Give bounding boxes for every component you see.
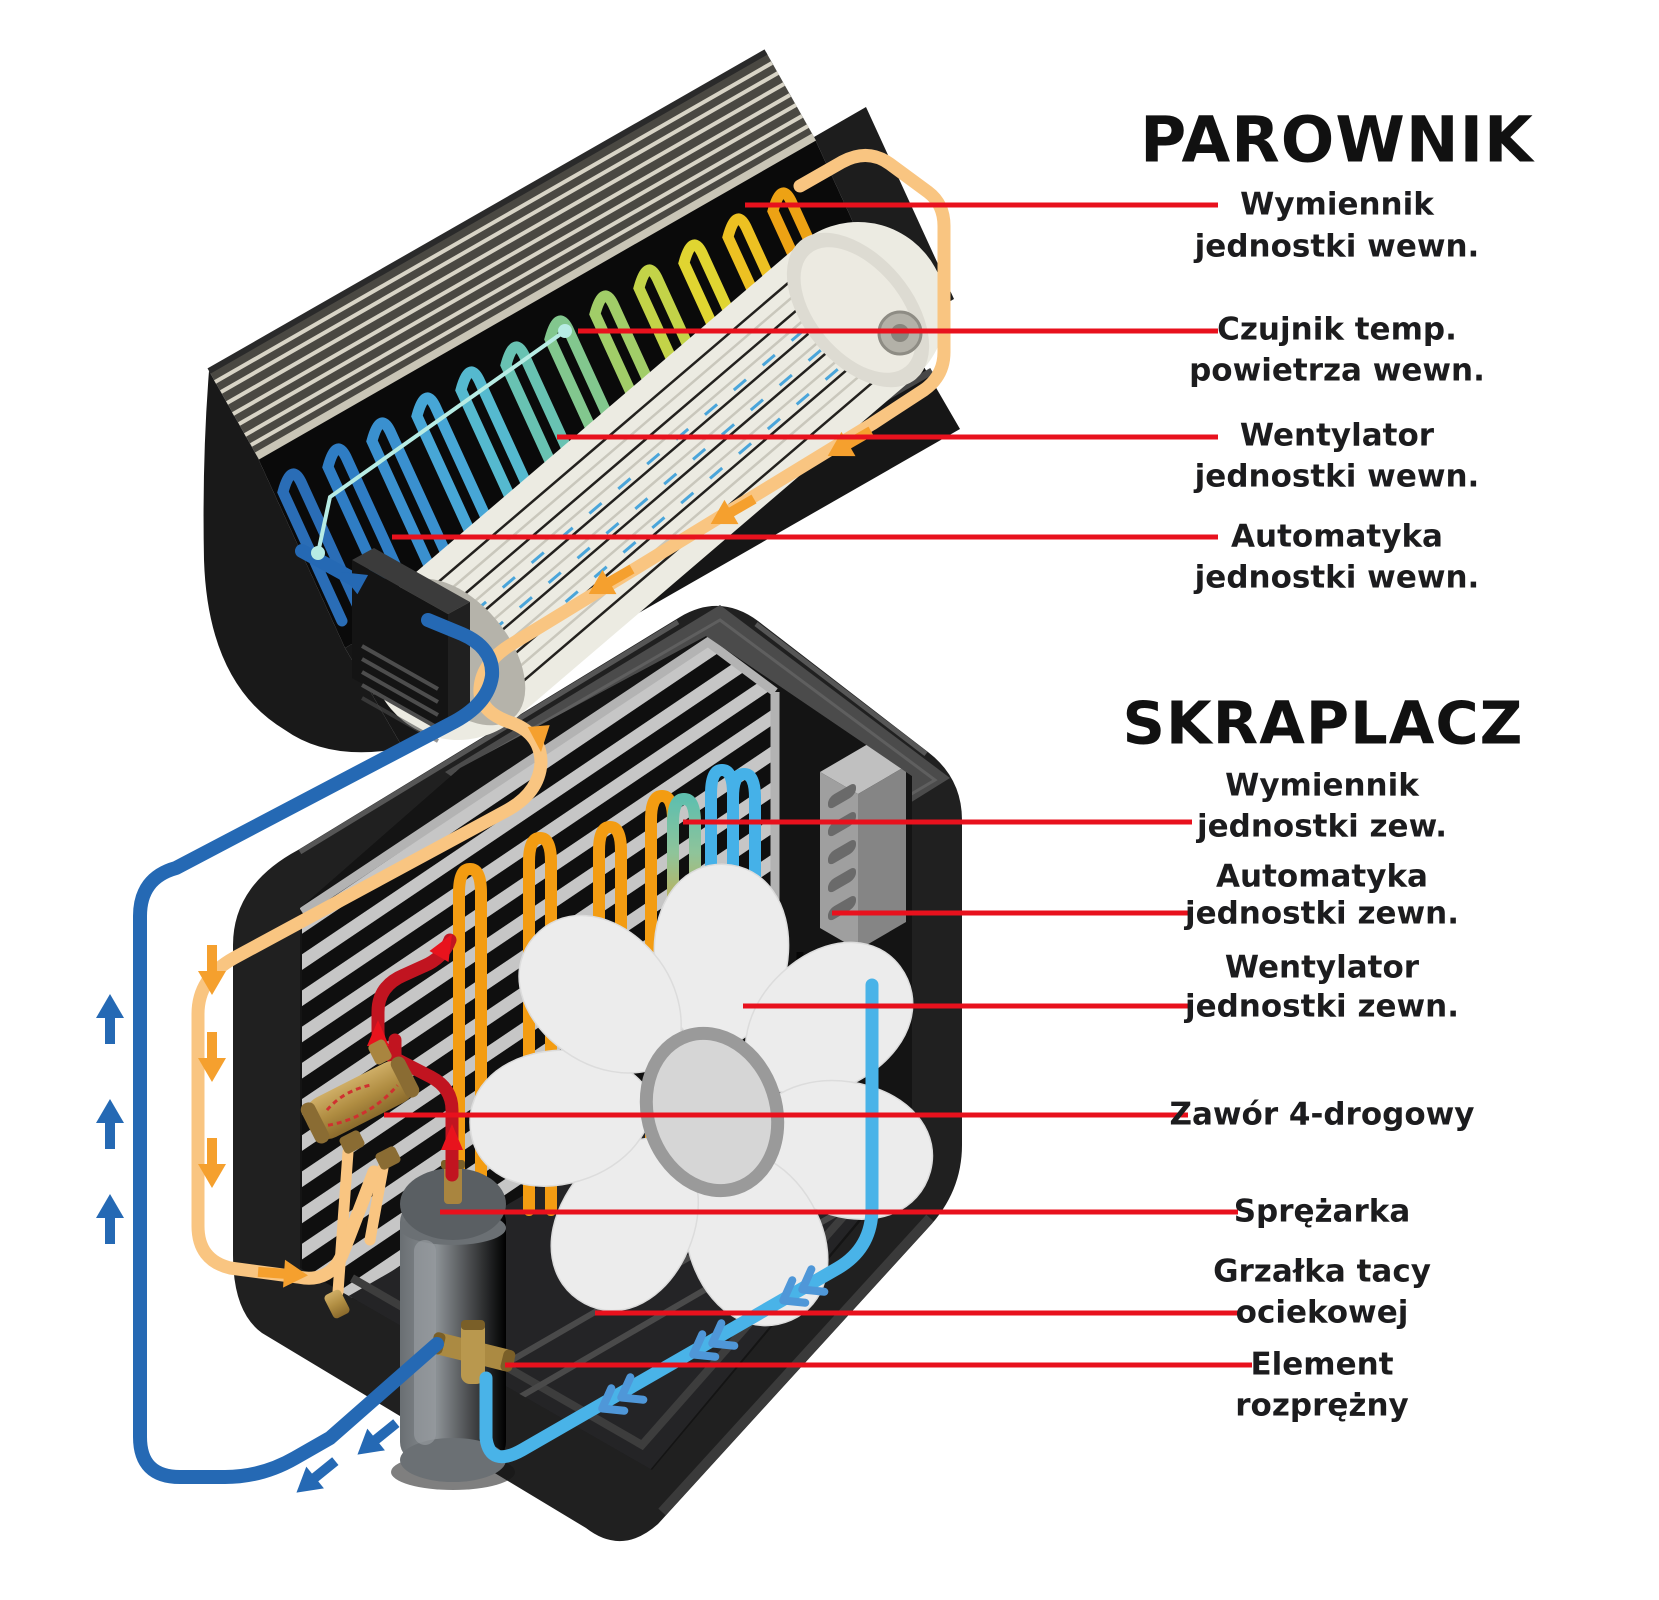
cross-flow-fan	[370, 222, 946, 740]
temp-sensor	[311, 324, 572, 560]
label-grzalka-1: Grzałka tacy	[1213, 1253, 1431, 1290]
title-skraplacz: SKRAPLACZ	[1122, 688, 1524, 758]
expansion-element	[430, 1320, 516, 1384]
coil-indoor	[277, 187, 856, 627]
label-wentylator-zewn-1: Wentylator	[1224, 949, 1420, 986]
label-automatyka-wewn-2: jednostki wewn.	[1194, 559, 1480, 596]
label-element-2: rozprężny	[1235, 1387, 1409, 1424]
four-way-valve	[300, 1039, 420, 1170]
liquid-line-tray-pipe	[479, 978, 879, 1464]
label-element-1: Element	[1250, 1346, 1394, 1383]
label-wymiennik-zew-1: Wymiennik	[1225, 767, 1419, 804]
title-parownik: PAROWNIK	[1140, 103, 1534, 177]
control-box-outdoor	[820, 744, 906, 950]
coil-outdoor	[453, 763, 761, 1236]
leader-lines	[384, 202, 1252, 1368]
label-wentylator-wewn-1: Wentylator	[1239, 417, 1435, 454]
label-grzalka-2: ociekowej	[1235, 1294, 1409, 1331]
label-wymiennik-wewn-1: Wymiennik	[1240, 186, 1434, 223]
fan-hub	[639, 1026, 785, 1198]
label-wymiennik-zew-2: jednostki zew.	[1196, 808, 1448, 845]
label-wentylator-zewn-2: jednostki zewn.	[1184, 988, 1460, 1025]
label-czujnik-temp-1: Czujnik temp.	[1217, 311, 1457, 348]
cold-pipe-blue	[133, 613, 500, 1484]
label-wymiennik-wewn-2: jednostki wewn.	[1194, 228, 1480, 265]
grille-slats	[214, 61, 809, 447]
control-box-indoor	[352, 548, 470, 743]
indoor-unit	[203, 49, 960, 753]
label-sprezarka: Sprężarka	[1233, 1193, 1411, 1230]
indoor-left-cap	[203, 371, 403, 753]
warm-pipe-orange	[191, 149, 951, 1285]
label-czujnik-temp-2: powietrza wewn.	[1189, 352, 1485, 389]
label-automatyka-zewn-2: jednostki zewn.	[1184, 895, 1460, 932]
label-zawor: Zawór 4-drogowy	[1169, 1096, 1475, 1133]
refrigerant-pipes	[96, 149, 951, 1504]
label-wentylator-wewn-2: jednostki wewn.	[1194, 458, 1480, 495]
label-automatyka-wewn-1: Automatyka	[1231, 518, 1443, 555]
outdoor-unit	[233, 605, 962, 1542]
label-automatyka-zewn-1: Automatyka	[1216, 858, 1428, 895]
